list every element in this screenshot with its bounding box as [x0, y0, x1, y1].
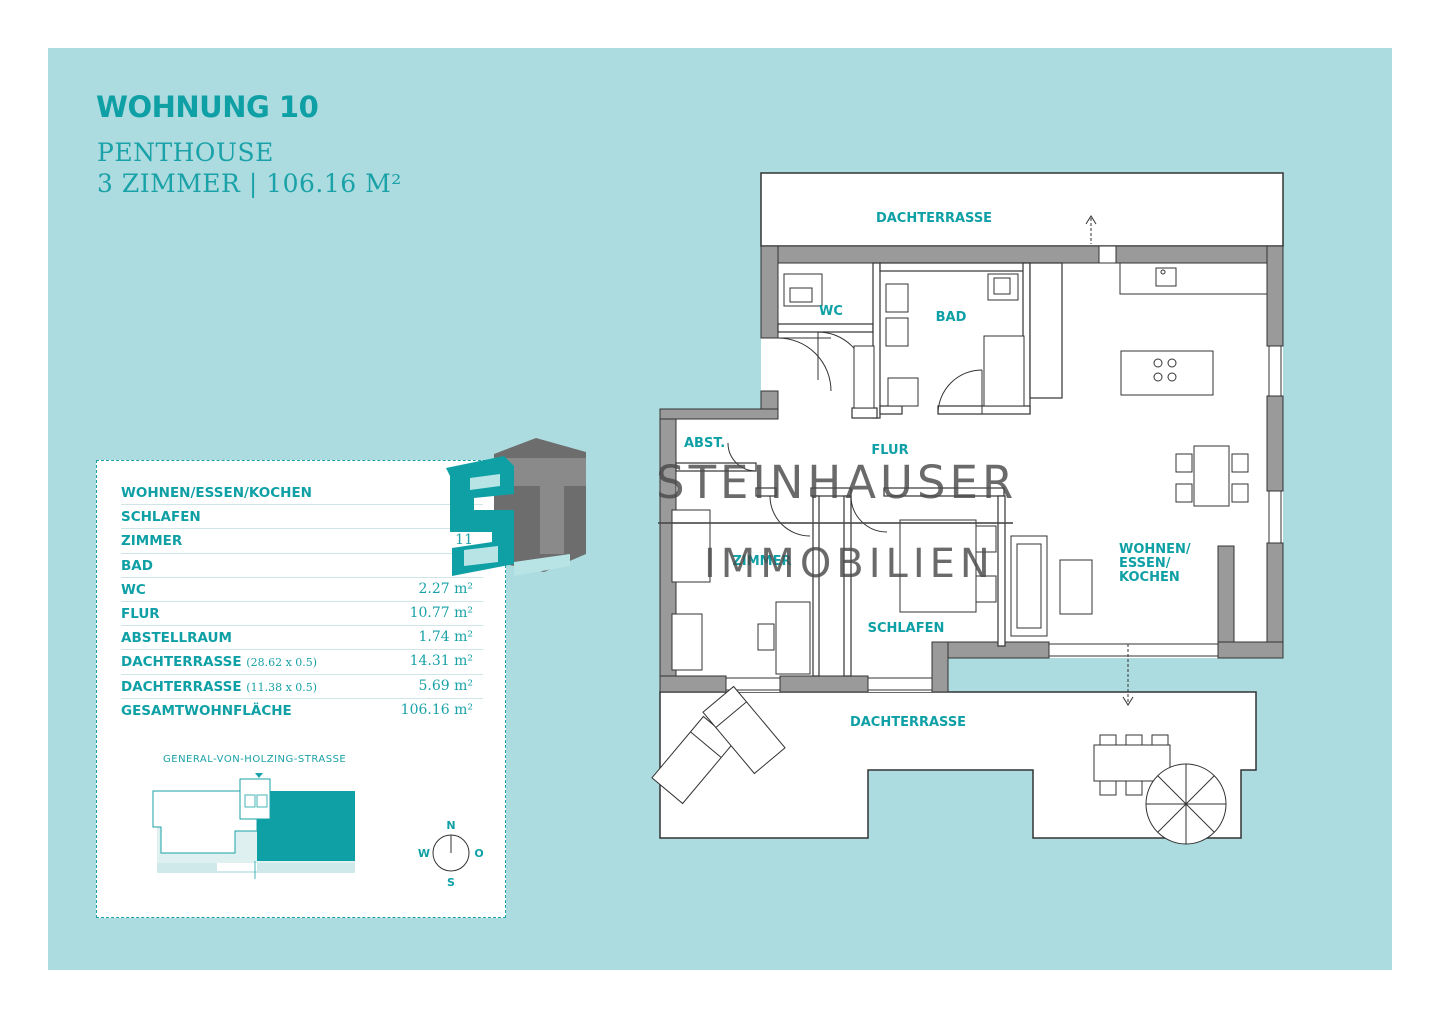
room-label-dachterrasse-bottom: DACHTERRASSE: [850, 715, 966, 730]
terrace-bottom-area: [659, 691, 1257, 839]
area-label-text: GESAMTWOHNFLÄCHE: [121, 702, 292, 719]
area-row: DACHTERRASSE (11.38 x 0.5) 5.69 m²: [121, 675, 483, 699]
logo-icon: [446, 438, 586, 576]
area-label-text: WC: [121, 581, 146, 598]
room-label-schlafen: SCHLAFEN: [868, 621, 945, 636]
room-label-wohnen-2: ESSEN/: [1119, 556, 1171, 571]
room-label-zimmer: ZIMMER: [732, 554, 791, 569]
area-value: 5.69 m²: [418, 677, 473, 694]
area-label: ABSTELLRAUM: [121, 630, 232, 646]
area-label: DACHTERRASSE (11.38 x 0.5): [121, 679, 317, 695]
compass-west: W: [418, 847, 430, 860]
area-info-box: WOHNEN/ESSEN/KOCHEN37SCHLAFEN13ZIMMER 11B…: [96, 460, 506, 918]
floor-plan: DACHTERRASSE WC BAD ABST. FLUR ZIMMER SC…: [651, 172, 1284, 845]
area-row: WOHNEN/ESSEN/KOCHEN37: [121, 481, 483, 506]
area-label: DACHTERRASSE (28.62 x 0.5): [121, 654, 317, 670]
watermark-divider: [658, 522, 1013, 524]
area-label-text: ZIMMER: [121, 533, 183, 550]
area-value: 10.77 m²: [409, 604, 473, 621]
area-label-text: DACHTERRASSE: [121, 678, 242, 695]
compass-south: S: [447, 876, 455, 889]
compass-rose: N S W O: [418, 819, 484, 889]
page-title: WOHNUNG 10: [96, 90, 319, 124]
area-value: 1.74 m²: [418, 629, 473, 646]
area-value: 106.16 m²: [400, 701, 473, 718]
area-label: WOHNEN/ESSEN/KOCHEN: [121, 485, 312, 501]
watermark-line-1: STEINHAUSER: [656, 456, 1018, 509]
area-note: (28.62 x 0.5): [246, 656, 318, 670]
area-label-text: ABSTELLRAUM: [121, 630, 232, 647]
room-label-wohnen-3: KOCHEN: [1119, 570, 1180, 585]
area-value: 14.31 m²: [409, 653, 473, 670]
interior-walls: [675, 262, 1063, 677]
compass-north: N: [446, 819, 455, 832]
apartment-type: PENTHOUSE: [97, 138, 274, 167]
area-row: BAD8: [121, 554, 483, 578]
street-name: GENERAL-VON-HOLZING-STRASSE: [163, 754, 347, 765]
area-label-text: WOHNEN/ESSEN/KOCHEN: [121, 485, 312, 501]
apartment-summary: 3 ZIMMER | 106.16 M²: [97, 169, 402, 198]
room-label-wohnen-1: WOHNEN/: [1119, 542, 1191, 557]
terrace-top-area: [760, 172, 1284, 247]
area-row: WC 2.27 m²: [121, 578, 483, 602]
area-label-text: SCHLAFEN: [121, 509, 201, 526]
outer-walls: [659, 245, 1284, 693]
room-label-wc: WC: [819, 304, 843, 319]
exit-arrowheads: [1085, 215, 1134, 706]
furniture: [651, 262, 1268, 845]
area-row: GESAMTWOHNFLÄCHE 106.16 m²: [121, 699, 483, 722]
watermark-line-2: IMMOBILIEN: [704, 541, 995, 587]
area-row: ABSTELLRAUM 1.74 m²: [121, 626, 483, 651]
room-label-flur: FLUR: [871, 443, 908, 458]
area-label-text: DACHTERRASSE: [121, 654, 242, 671]
exit-arrows: [1090, 218, 1129, 703]
area-value: 2.27 m²: [418, 580, 473, 597]
compass-east: O: [474, 847, 483, 860]
area-label-text: BAD: [121, 557, 153, 574]
room-label-dachterrasse-top: DACHTERRASSE: [876, 211, 992, 226]
area-row: SCHLAFEN13: [121, 505, 483, 530]
area-label: WC: [121, 582, 146, 598]
area-label: GESAMTWOHNFLÄCHE: [121, 703, 292, 719]
area-row: ZIMMER 11: [121, 529, 483, 554]
area-row: FLUR 10.77 m²: [121, 602, 483, 627]
area-label: ZIMMER: [121, 533, 182, 549]
area-label-text: FLUR: [121, 605, 160, 622]
area-label: SCHLAFEN: [121, 509, 201, 525]
area-label: FLUR: [121, 606, 160, 622]
room-label-abst: ABST.: [684, 436, 725, 451]
area-label: BAD: [121, 558, 153, 574]
floorplan-sheet: WOHNUNG 10 PENTHOUSE 3 ZIMMER | 106.16 M…: [48, 48, 1392, 970]
room-label-bad: BAD: [936, 310, 967, 325]
area-row: DACHTERRASSE (28.62 x 0.5) 14.31 m²: [121, 650, 483, 675]
area-note: (11.38 x 0.5): [246, 680, 318, 694]
area-value: 11: [455, 532, 473, 549]
site-plan: [152, 773, 355, 879]
windows: [725, 245, 1282, 691]
area-table: WOHNEN/ESSEN/KOCHEN37SCHLAFEN13ZIMMER 11B…: [121, 481, 483, 722]
